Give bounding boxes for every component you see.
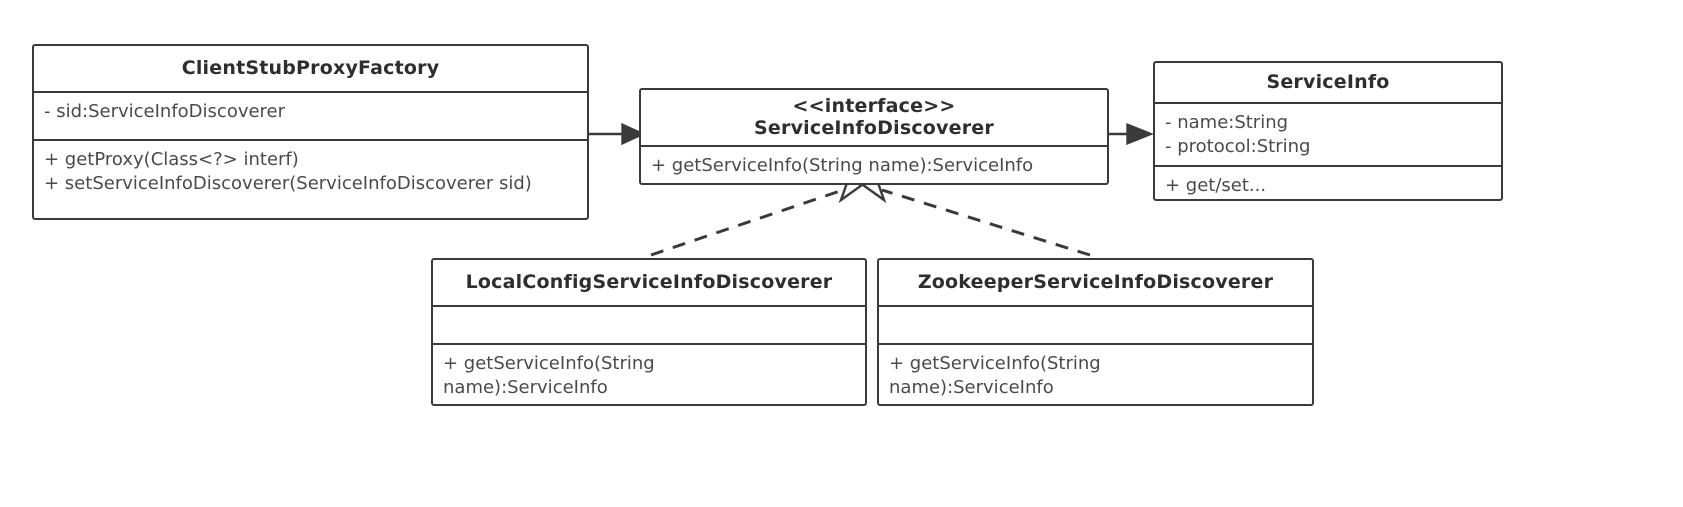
class-title-service-info-discoverer: <<interface>> ServiceInfoDiscoverer bbox=[641, 90, 1107, 145]
stereotype-label: <<interface>> bbox=[792, 94, 956, 117]
connector-zookeeper-realizes-interface bbox=[860, 178, 1091, 257]
methods-compartment-zookeeper-service-info-discoverer: + getServiceInfo(String name):ServiceInf… bbox=[879, 345, 1312, 409]
class-name-label: ServiceInfoDiscoverer bbox=[754, 117, 994, 139]
class-title-client-stub-proxy-factory: ClientStubProxyFactory bbox=[34, 46, 587, 91]
methods-compartment-local-config-service-info-discoverer: + getServiceInfo(String name):ServiceInf… bbox=[433, 345, 865, 409]
attribute-line: - protocol:String bbox=[1165, 136, 1311, 158]
attributes-compartment-local-config-service-info-discoverer bbox=[433, 307, 865, 343]
compartment-divider bbox=[433, 343, 865, 345]
compartment-divider bbox=[641, 145, 1107, 147]
compartment-divider bbox=[34, 139, 587, 141]
method-line: + getServiceInfo(String name):ServiceInf… bbox=[651, 155, 1034, 176]
class-box-service-info-discoverer[interactable]: <<interface>> ServiceInfoDiscoverer + ge… bbox=[639, 88, 1109, 185]
class-title-local-config-service-info-discoverer: LocalConfigServiceInfoDiscoverer bbox=[433, 260, 865, 305]
class-box-zookeeper-service-info-discoverer[interactable]: ZookeeperServiceInfoDiscoverer + getServ… bbox=[877, 258, 1314, 406]
compartment-divider bbox=[433, 305, 865, 307]
attribute-line: - name:String bbox=[1165, 112, 1289, 133]
method-line: + get/set... bbox=[1165, 175, 1267, 196]
method-line: + getProxy(Class<?> interf) bbox=[44, 149, 299, 170]
class-name-label: ServiceInfo bbox=[1266, 70, 1390, 93]
class-title-zookeeper-service-info-discoverer: ZookeeperServiceInfoDiscoverer bbox=[879, 260, 1312, 305]
connector-interface-to-serviceinfo bbox=[1109, 122, 1154, 146]
attributes-compartment-zookeeper-service-info-discoverer bbox=[879, 307, 1312, 343]
class-box-service-info[interactable]: ServiceInfo - name:String - protocol:Str… bbox=[1153, 61, 1503, 201]
attributes-compartment-service-info: - name:String - protocol:String bbox=[1155, 104, 1501, 165]
methods-compartment-client-stub-proxy-factory: + getProxy(Class<?> interf) + setService… bbox=[34, 141, 587, 205]
compartment-divider bbox=[879, 305, 1312, 307]
class-box-local-config-service-info-discoverer[interactable]: LocalConfigServiceInfoDiscoverer + getSe… bbox=[431, 258, 867, 406]
method-line: + getServiceInfo(String name):ServiceInf… bbox=[889, 353, 1107, 399]
attribute-line: - sid:ServiceInfoDiscoverer bbox=[44, 101, 286, 122]
methods-compartment-service-info-discoverer: + getServiceInfo(String name):ServiceInf… bbox=[641, 147, 1107, 186]
class-name-label: ZookeeperServiceInfoDiscoverer bbox=[917, 270, 1274, 293]
connector-localconfig-realizes-interface bbox=[650, 178, 865, 257]
methods-compartment-service-info: + get/set... bbox=[1155, 167, 1501, 206]
class-name-label: LocalConfigServiceInfoDiscoverer bbox=[465, 270, 833, 293]
compartment-divider bbox=[1155, 102, 1501, 104]
attributes-compartment-client-stub-proxy-factory: - sid:ServiceInfoDiscoverer bbox=[34, 93, 587, 139]
compartment-divider bbox=[1155, 165, 1501, 167]
compartment-divider bbox=[879, 343, 1312, 345]
method-line: + setServiceInfoDiscoverer(ServiceInfoDi… bbox=[44, 173, 532, 195]
class-title-service-info: ServiceInfo bbox=[1155, 63, 1501, 102]
class-name-label: ClientStubProxyFactory bbox=[181, 56, 440, 79]
compartment-divider bbox=[34, 91, 587, 93]
method-line: + getServiceInfo(String name):ServiceInf… bbox=[443, 353, 661, 399]
connector-factory-to-interface bbox=[588, 122, 646, 146]
class-box-client-stub-proxy-factory[interactable]: ClientStubProxyFactory - sid:ServiceInfo… bbox=[32, 44, 589, 220]
